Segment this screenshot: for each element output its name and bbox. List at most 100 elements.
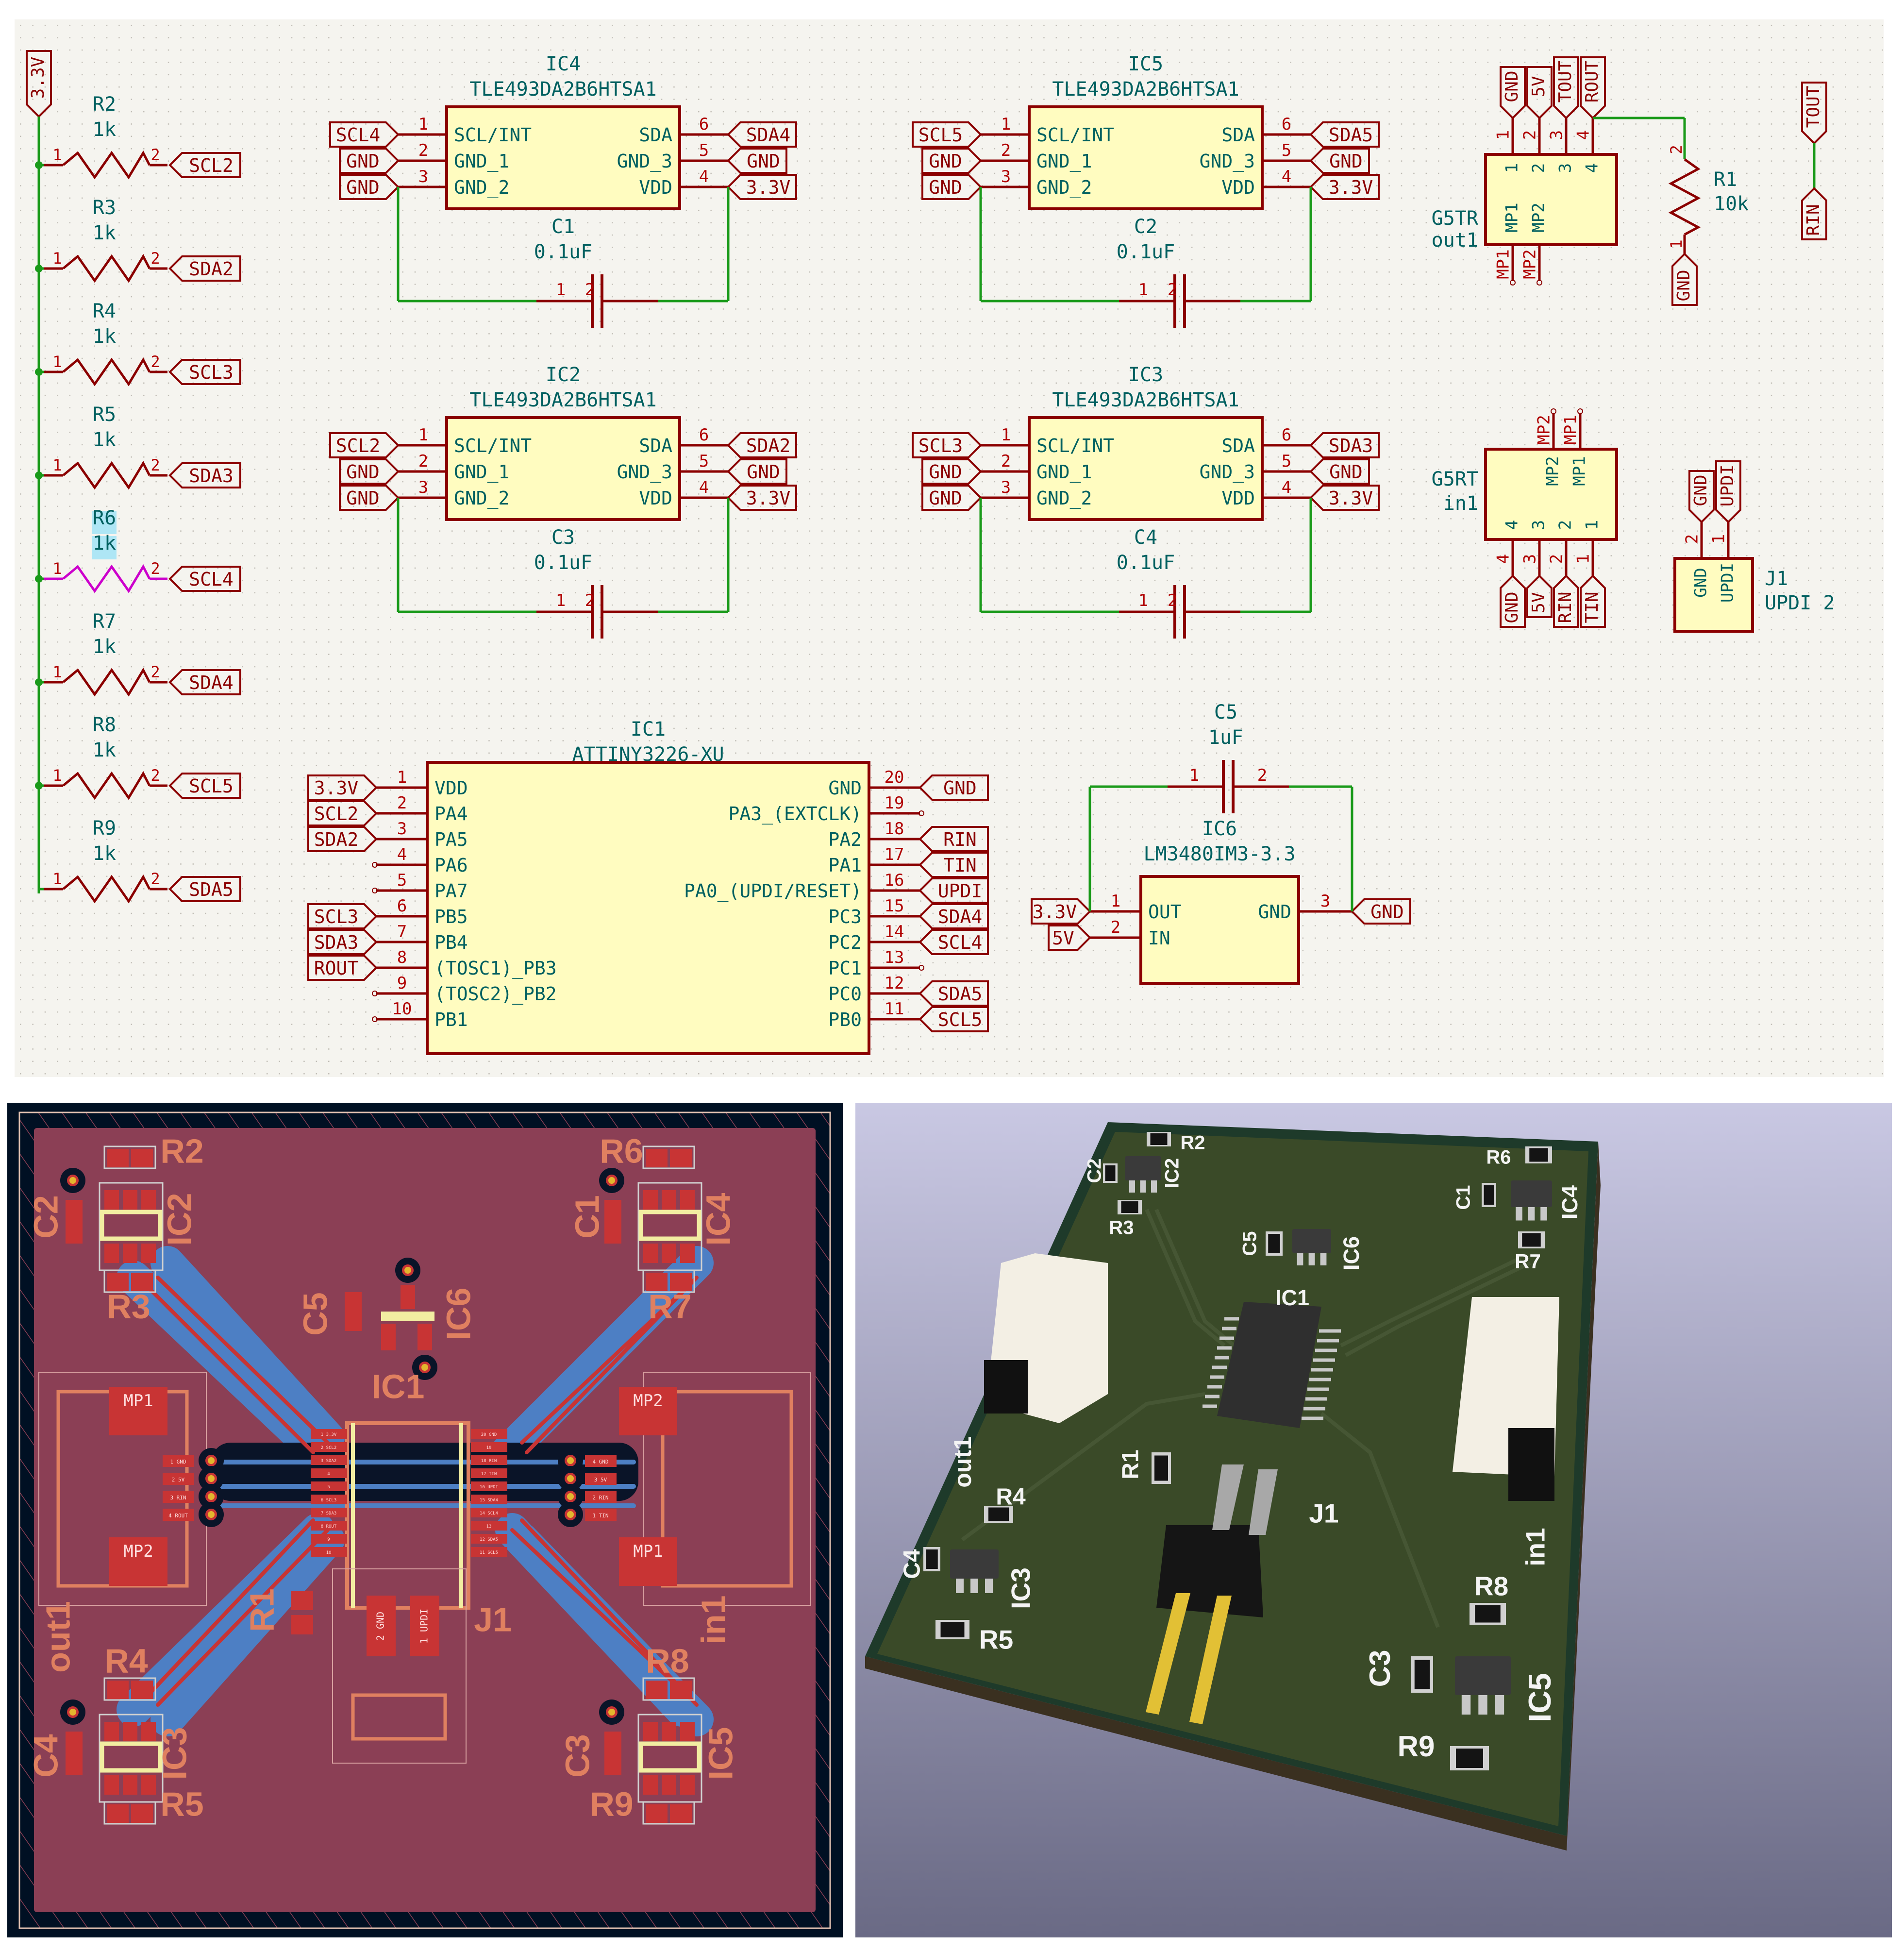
front-copper-trace: [520, 1285, 689, 1445]
pin-name: GND_1: [1036, 461, 1092, 483]
pin-name: PA4: [434, 803, 468, 825]
connector-pad: [585, 1455, 617, 1467]
mcu-pad-label: 17 TIN: [481, 1472, 497, 1477]
global-label-text: 5V: [1052, 927, 1074, 949]
pin-name: PA1: [828, 855, 862, 876]
global-label: [307, 800, 378, 826]
global-label: [912, 432, 982, 458]
global-label: [1309, 458, 1370, 485]
connector-out1: G5TRout111GND225V33TOUT44ROUTMP1MP1MP2MP…: [1432, 56, 1827, 306]
pin-number: 2: [150, 456, 160, 474]
mcu-pad-label: 16 UPDI: [480, 1485, 498, 1490]
connector-pad: [163, 1491, 194, 1503]
pin-number: 1: [1138, 591, 1148, 610]
global-label-text: 3.3V: [1329, 488, 1373, 509]
pin-name: GND_3: [1200, 151, 1255, 172]
global-label: [919, 852, 989, 878]
global-label-text: SDA4: [746, 124, 791, 146]
pin-name: GND_2: [1036, 177, 1092, 199]
global-label-text: GND: [1502, 591, 1522, 623]
global-label-text: GND: [1502, 70, 1522, 102]
connector-fab-in1: [661, 1390, 793, 1588]
mcu-pad: [471, 1547, 507, 1557]
global-label-text: SCL3: [919, 435, 963, 456]
silk-ref-c1: C1: [1453, 1185, 1474, 1210]
pin-number: 4: [699, 167, 709, 186]
resistor-pad: [646, 1681, 668, 1699]
global-label: [1309, 432, 1380, 458]
connector-body: [1484, 153, 1618, 246]
sensor-pad: [643, 1190, 658, 1210]
resistor-pad: [670, 1681, 692, 1699]
silk-ref-ic5: IC5: [701, 1727, 739, 1780]
via: [421, 1364, 428, 1371]
component-ref: IC6: [1202, 818, 1237, 840]
global-label-text: ROUT: [314, 958, 359, 979]
global-label: [1309, 174, 1380, 200]
global-label: [919, 903, 989, 929]
pin-number: 6: [1282, 115, 1291, 134]
component-part: TLE493DA2B6HTSA1: [1052, 389, 1239, 411]
ic-lead: [1540, 1207, 1547, 1221]
via: [208, 1511, 215, 1518]
ic-body: [426, 761, 870, 1055]
sensor-pad: [141, 1190, 156, 1210]
pin-name: PB1: [434, 1009, 468, 1030]
silk-ref-j1: J1: [1309, 1498, 1338, 1529]
mcu-pad: [311, 1521, 347, 1531]
resistor-r8: [1475, 1605, 1501, 1623]
silk-ref-c4: C4: [27, 1734, 65, 1778]
global-label: [727, 174, 797, 200]
resistor-r5: [940, 1622, 965, 1637]
resistor-footprint: [642, 1677, 695, 1701]
silk-ref-out1: out1: [949, 1436, 976, 1488]
mounting-pad-label: MP2: [123, 1542, 153, 1561]
sensor-ic5: [1455, 1656, 1511, 1695]
pin-name: VDD: [639, 488, 672, 509]
pin-number: 2: [150, 766, 160, 785]
pin-number: 6: [397, 896, 407, 916]
capacitor-ref: C5: [1214, 701, 1237, 724]
resistor-ref: R8: [93, 714, 116, 736]
pin-number: 6: [699, 115, 709, 134]
pin-name: PA0_(UPDI/RESET): [684, 880, 862, 902]
global-label: [339, 485, 400, 511]
global-label-text: 3.3V: [746, 177, 791, 198]
resistor-pad: [670, 1804, 692, 1823]
silk-ref-r1: R1: [1118, 1449, 1144, 1479]
global-label-text: SCL2: [336, 435, 381, 456]
pin-name: 1: [1583, 520, 1602, 530]
sensor-silk: [638, 1741, 701, 1773]
ic-lead: [1151, 1180, 1157, 1193]
pin-number: 1: [1138, 280, 1148, 300]
connector-pad: [585, 1491, 617, 1503]
ic-body: [445, 105, 681, 210]
connector-pad-label: 4 GND: [592, 1459, 608, 1465]
board-trace: [1145, 1209, 1226, 1347]
sensor-silk: [638, 1210, 701, 1241]
global-label-text: SCL5: [919, 124, 963, 146]
resistor-value: 1k: [93, 429, 116, 451]
component-ref: G5RT: [1432, 468, 1478, 490]
global-label-text: SCL3: [189, 362, 234, 383]
global-label-text: GND: [1674, 269, 1694, 301]
pin-number: 1: [1494, 130, 1513, 140]
component-part: TLE493DA2B6HTSA1: [469, 389, 656, 411]
pin-number: 4: [1282, 478, 1291, 497]
resistor-pad: [131, 1804, 153, 1823]
silk-ref-r3: R3: [1109, 1217, 1134, 1239]
pin-name: VDD: [1221, 177, 1255, 198]
resistor-pad: [131, 1273, 153, 1291]
mcu-pad-label: 1 3.3V: [321, 1432, 337, 1437]
silk-ref-r1: R1: [243, 1588, 281, 1632]
pin-number: 1: [52, 766, 62, 785]
global-label-text: RIN: [943, 829, 977, 850]
global-label: [168, 255, 241, 282]
board-trace: [961, 1392, 1205, 1542]
pin-number: 4: [699, 478, 709, 497]
mcu-pad: [311, 1429, 347, 1439]
